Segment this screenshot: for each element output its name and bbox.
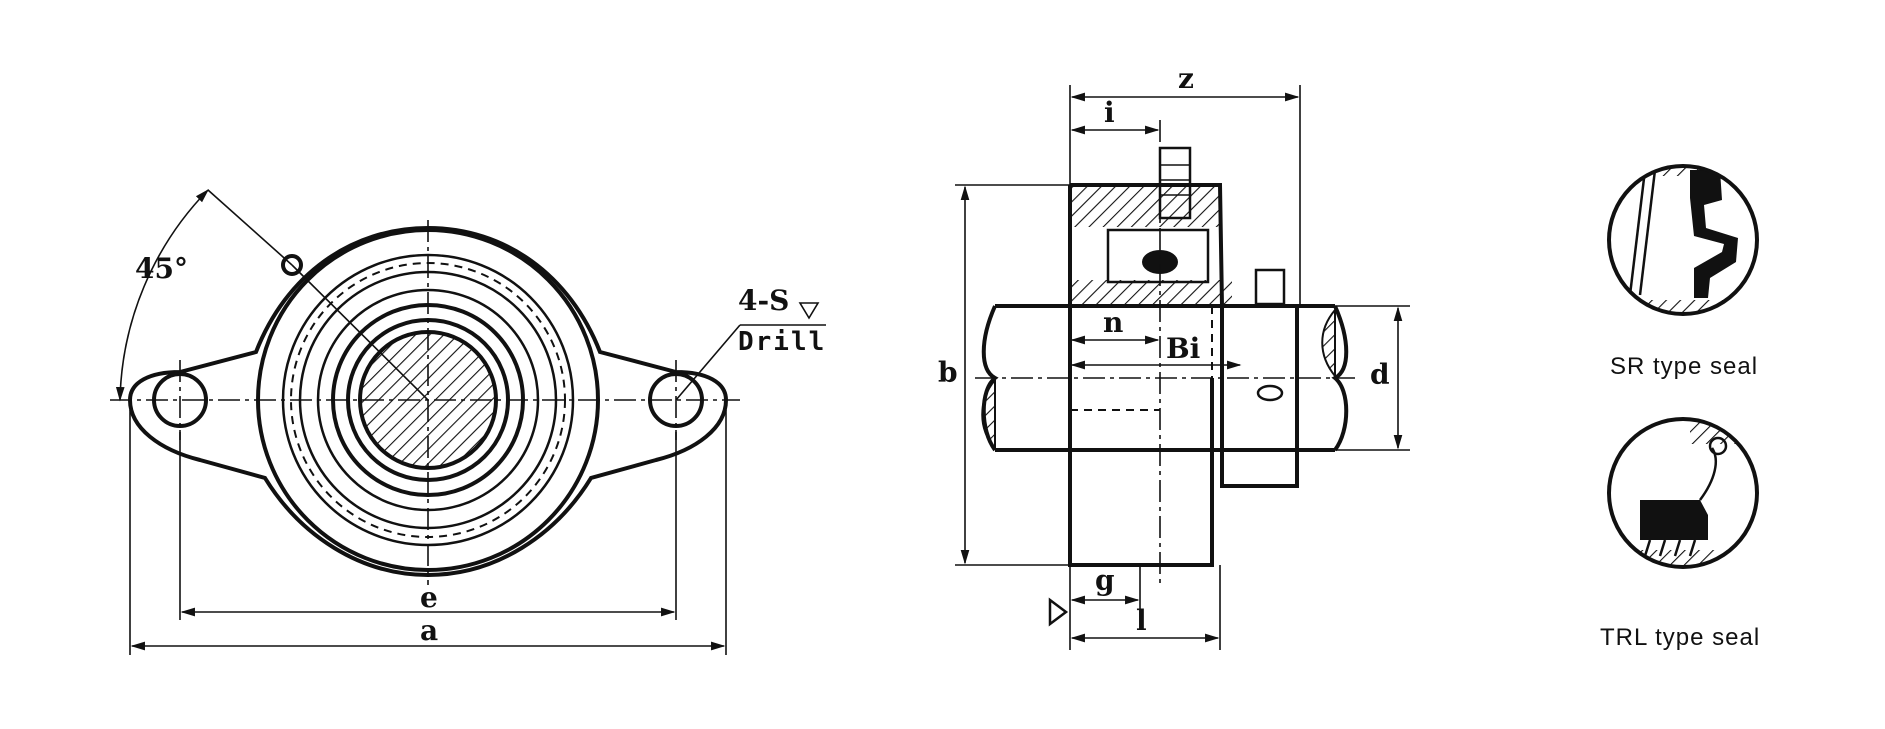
dim-label-d: d <box>1370 358 1390 391</box>
dim-label-bi: Bi <box>1166 332 1200 365</box>
dim-label-e: e <box>420 581 438 614</box>
grease-nipple <box>281 254 303 276</box>
trl-seal-body-icon <box>1640 500 1708 540</box>
angle-label: 45° <box>135 252 188 285</box>
dim-label-z: z <box>1178 62 1194 95</box>
shaft <box>995 304 1335 452</box>
drill-label: Drill <box>738 327 826 357</box>
drill-triangle-icon <box>798 302 820 320</box>
bearing-ball <box>1142 250 1178 274</box>
side-view: z i n Bi b d g l <box>938 62 1410 650</box>
trl-seal-detail: TRL type seal <box>1600 417 1760 651</box>
dim-label-l: l <box>1136 604 1147 637</box>
dim-label-g: g <box>1095 564 1115 597</box>
sr-seal-caption: SR type seal <box>1610 353 1758 380</box>
sr-seal-detail: SR type seal <box>1607 164 1759 380</box>
angle-arc <box>115 188 210 402</box>
set-screw <box>1254 268 1286 306</box>
housing-hatch-top <box>1072 187 1222 227</box>
dim-label-b: b <box>938 356 958 389</box>
trl-seal-caption: TRL type seal <box>1600 624 1760 651</box>
reference-triangle-icon <box>1048 597 1069 627</box>
sr-seal-lip-icon <box>1690 170 1738 298</box>
bolt-label: 4-S <box>738 284 789 317</box>
dim-label-i: i <box>1104 96 1115 129</box>
dim-label-n: n <box>1103 306 1123 339</box>
housing-body <box>1068 183 1224 567</box>
front-view: 45° 4-S Drill e a <box>110 188 826 655</box>
bearing-insert <box>1106 228 1210 284</box>
dim-label-a: a <box>420 614 438 647</box>
